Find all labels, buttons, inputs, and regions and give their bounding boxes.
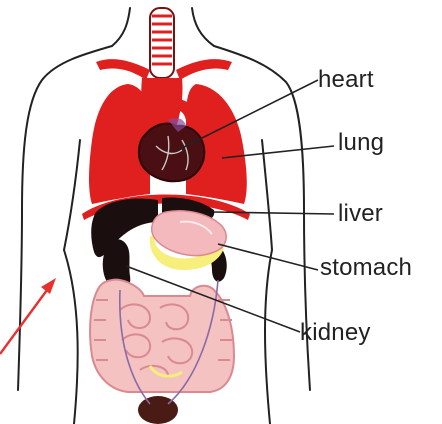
intestines <box>90 280 234 392</box>
label-stomach: stomach <box>320 256 412 280</box>
neck-right-line <box>192 8 214 46</box>
right-waist-line <box>265 250 272 424</box>
left-waist-line <box>64 250 78 424</box>
label-heart: heart <box>318 68 374 92</box>
label-kidney: kidney <box>300 321 371 345</box>
left-arm-line <box>64 140 80 250</box>
trachea-rings <box>152 16 172 64</box>
trachea-tube <box>150 8 174 78</box>
red-arrow-shaft <box>0 286 50 354</box>
label-liver: liver <box>338 202 383 226</box>
neck-left-line <box>112 8 130 46</box>
right-arm-line <box>262 140 272 250</box>
left-subclavian-artery <box>96 59 150 80</box>
leader-line-stomach <box>218 244 318 270</box>
right-subclavian-artery <box>176 59 232 80</box>
stomach-body <box>152 211 226 256</box>
label-lung: lung <box>338 131 384 155</box>
leader-line-liver <box>214 212 334 214</box>
red-arrow-head <box>41 278 56 294</box>
heart-shape <box>139 124 204 182</box>
red-arrow <box>0 278 56 354</box>
trachea <box>150 8 174 78</box>
